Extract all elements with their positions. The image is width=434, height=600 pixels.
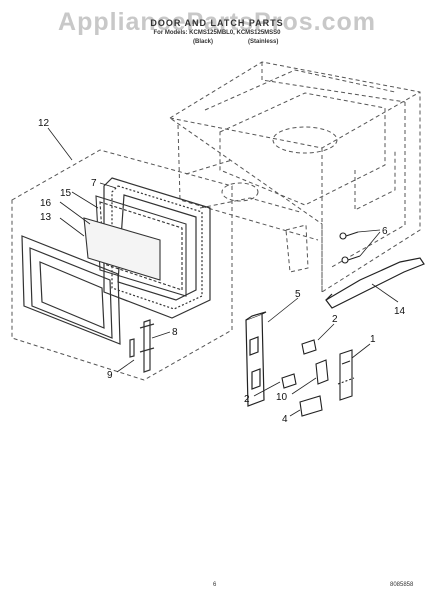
switch-holder (299, 395, 323, 417)
variant-stainless-label: (Stainless) (248, 39, 279, 45)
callout-10: 10 (276, 392, 288, 403)
model-list: For Models: KCMS125MBL0, KCMS125MSS0 (153, 30, 281, 36)
callout-13: 13 (40, 212, 52, 223)
callout-5: 5 (295, 289, 301, 300)
callout-15: 15 (60, 188, 72, 199)
callout-6: 6 (382, 226, 388, 237)
mounting-screws (339, 231, 361, 264)
door-switch (337, 349, 355, 401)
callout-2b: 2 (244, 394, 250, 405)
latch-lever (325, 257, 425, 309)
latch-bracket (245, 311, 267, 407)
callout-1: 1 (370, 334, 376, 345)
door-panel (21, 235, 121, 345)
document-code: 8085858 (390, 582, 414, 588)
door-hinge-parts (129, 319, 155, 373)
callout-12: 12 (38, 118, 50, 129)
watermark: AppliancePartsPros.com (58, 8, 376, 36)
callout-16: 16 (40, 198, 52, 209)
callout-4: 4 (282, 414, 288, 425)
callout-2: 2 (332, 314, 338, 325)
variant-black-label: (Black) (193, 39, 214, 45)
callout-14: 14 (394, 306, 406, 317)
door-assembly-outline (11, 149, 233, 381)
callout-8: 8 (172, 327, 178, 338)
door-screen (83, 217, 161, 281)
callout-9: 9 (107, 370, 113, 381)
interlock-switches (281, 339, 317, 389)
callout-7: 7 (91, 178, 97, 189)
diagram-title: DOOR AND LATCH PARTS (150, 18, 284, 28)
monitor-switch (315, 359, 329, 385)
page-number: 6 (213, 582, 217, 588)
leader-lines (47, 127, 399, 417)
callout-labels: 12 7 15 16 13 8 9 6 5 14 2 1 2 10 4 (38, 118, 406, 425)
cabinet-outline (169, 61, 421, 293)
